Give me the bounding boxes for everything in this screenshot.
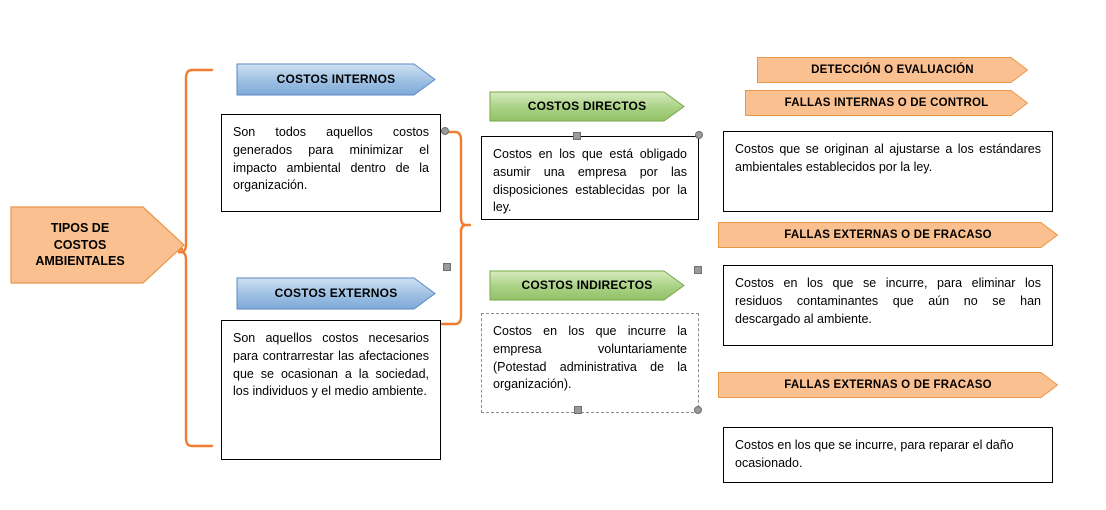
banner-label: DETECCIÓN O EVALUACIÓN: [811, 63, 974, 76]
selection-handle-directos-corner[interactable]: [695, 131, 703, 139]
banner-label: FALLAS INTERNAS O DE CONTROL: [784, 96, 989, 109]
banner-fallas-internas-o-de-control[interactable]: FALLAS INTERNAS O DE CONTROL: [745, 90, 1028, 116]
banner-label: COSTOS INDIRECTOS: [521, 278, 653, 293]
desc-fallas-internas[interactable]: Costos que se originan al ajustarse a lo…: [723, 131, 1053, 212]
desc-fallas-externas-reparar-dano[interactable]: Costos en los que se incurre, para repar…: [723, 427, 1053, 483]
root-label-line2: COSTOS: [53, 237, 107, 252]
banner-costos-externos[interactable]: COSTOS EXTERNOS: [236, 277, 436, 310]
desc-costos-internos[interactable]: Son todos aquellos costos generados para…: [221, 114, 441, 212]
selection-handle-directos-top[interactable]: [573, 132, 581, 140]
root-label-line3: AMBIENTALES: [35, 254, 125, 269]
banner-label: COSTOS DIRECTOS: [527, 99, 647, 114]
banner-costos-indirectos[interactable]: COSTOS INDIRECTOS: [489, 270, 685, 301]
banner-costos-directos[interactable]: COSTOS DIRECTOS: [489, 91, 685, 122]
banner-label: COSTOS EXTERNOS: [274, 286, 398, 301]
desc-text: Costos en los que está obligado asumir u…: [493, 147, 687, 215]
bracket-root-to-level1: [178, 62, 214, 458]
banner-label: COSTOS INTERNOS: [276, 72, 396, 87]
desc-text: Costos que se originan al ajustarse a lo…: [735, 142, 1041, 174]
bracket-level1-to-level2: [440, 124, 476, 332]
root-label-line1: TIPOS DE: [50, 221, 110, 236]
banner-label: FALLAS EXTERNAS O DE FRACASO: [784, 228, 992, 241]
banner-costos-internos[interactable]: COSTOS INTERNOS: [236, 63, 436, 96]
selection-handle-bracket-mid[interactable]: [443, 263, 451, 271]
desc-text: Son aquellos costos necesarios para cont…: [233, 331, 429, 399]
desc-costos-indirectos[interactable]: Costos en los que incurre la empresa vol…: [481, 313, 699, 413]
desc-fallas-externas-eliminar-residuos[interactable]: Costos en los que se incurre, para elimi…: [723, 265, 1053, 346]
desc-text: Costos en los que se incurre, para elimi…: [735, 276, 1041, 326]
selection-handle-indirectos-bottom[interactable]: [574, 406, 582, 414]
banner-label: FALLAS EXTERNAS O DE FRACASO: [784, 378, 992, 391]
desc-costos-directos[interactable]: Costos en los que está obligado asumir u…: [481, 136, 699, 220]
root-node-tipos-de-costos-ambientales[interactable]: TIPOS DE COSTOS AMBIENTALES: [10, 206, 185, 284]
desc-text: Costos en los que se incurre, para repar…: [735, 438, 1014, 470]
banner-fallas-externas-o-de-fracaso-1[interactable]: FALLAS EXTERNAS O DE FRACASO: [718, 222, 1058, 248]
selection-handle-indirectos-corner[interactable]: [694, 406, 702, 414]
banner-fallas-externas-o-de-fracaso-2[interactable]: FALLAS EXTERNAS O DE FRACASO: [718, 372, 1058, 398]
desc-text: Costos en los que incurre la empresa vol…: [493, 324, 687, 392]
desc-costos-externos[interactable]: Son aquellos costos necesarios para cont…: [221, 320, 441, 460]
desc-text: Son todos aquellos costos generados para…: [233, 125, 429, 193]
banner-deteccion-o-evaluacion[interactable]: DETECCIÓN O EVALUACIÓN: [757, 57, 1028, 83]
selection-handle-indirectos-topright[interactable]: [694, 266, 702, 274]
selection-handle-bracket-top[interactable]: [441, 127, 449, 135]
root-node-label: TIPOS DE COSTOS AMBIENTALES: [10, 206, 150, 284]
